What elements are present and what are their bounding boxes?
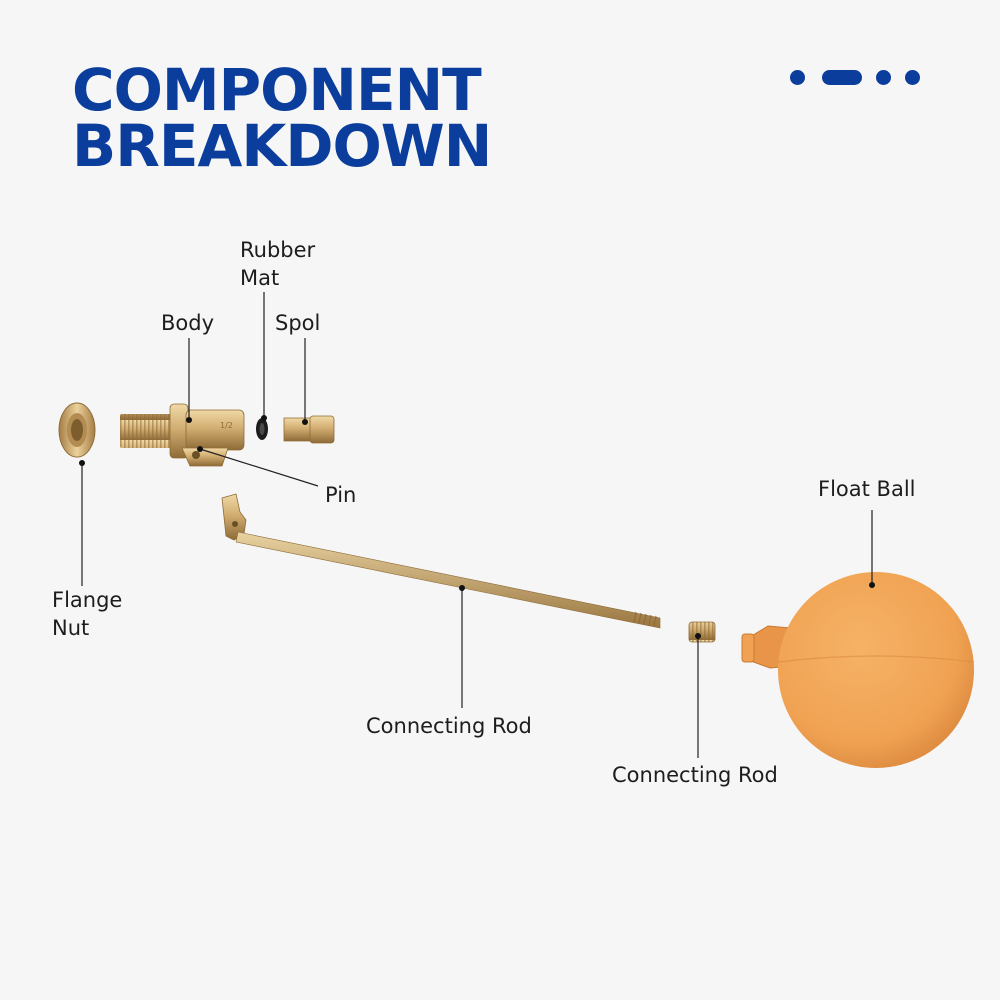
label-flange-nut: Flange Nut (52, 586, 122, 642)
label-spol: Spol (275, 311, 321, 335)
label-connecting-rod-nut: Connecting Rod (612, 763, 778, 787)
rubber-mat-part (256, 418, 268, 440)
title-line-2: BREAKDOWN (72, 112, 492, 180)
leader-dots (79, 415, 875, 639)
label-rubber-mat-line2: Mat (240, 266, 280, 290)
connecting-rod-part (221, 493, 661, 629)
dot-4 (905, 70, 920, 85)
title-line-1: COMPONENT (72, 56, 482, 124)
label-pin: Pin (325, 483, 357, 507)
leader-lines (81, 292, 873, 758)
label-rubber-mat-line1: Rubber (240, 238, 316, 262)
svg-text:1/2: 1/2 (220, 421, 233, 430)
spol-part (283, 415, 335, 444)
dot-3 (876, 70, 891, 85)
label-float-ball: Float Ball (818, 477, 916, 501)
float-ball-part (741, 572, 975, 768)
dot-1 (790, 70, 805, 85)
page-title: COMPONENT BREAKDOWN (72, 56, 492, 180)
connecting-rod-nut-part (688, 621, 716, 643)
label-rubber-mat: Rubber Mat (240, 236, 315, 292)
label-flange-nut-line2: Nut (52, 616, 90, 640)
label-flange-nut-line1: Flange (52, 588, 123, 612)
body-part: 1/2 (120, 403, 245, 467)
flange-nut-part (58, 402, 96, 458)
label-body: Body (161, 311, 215, 335)
dot-2-active (822, 70, 862, 85)
label-connecting-rod: Connecting Rod (366, 714, 532, 738)
